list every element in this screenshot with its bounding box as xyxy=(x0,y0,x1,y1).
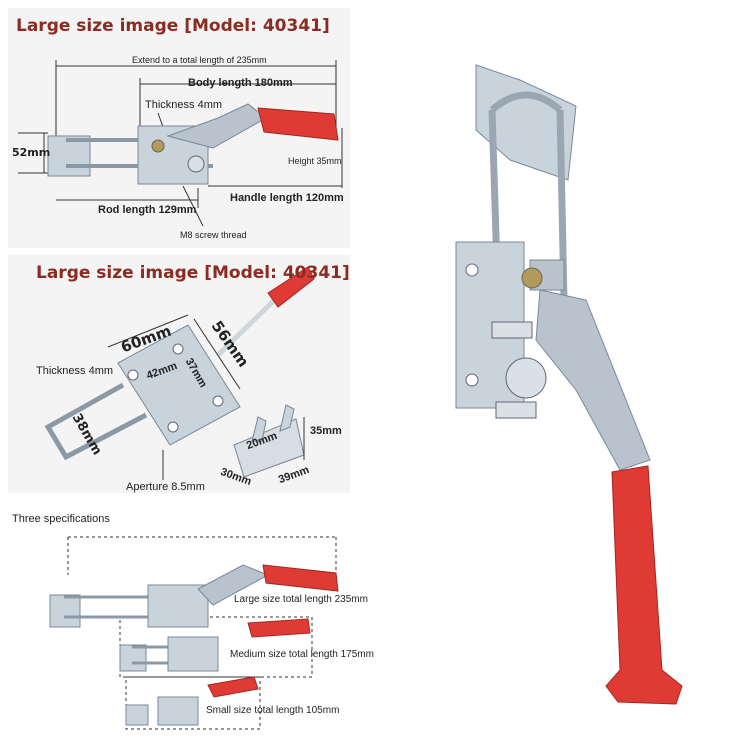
three-size-comparison xyxy=(49,536,339,730)
latch-clamp-top-view xyxy=(44,266,315,480)
hook-height-35-label: 35mm xyxy=(310,425,342,437)
base-dimension-panel: Large size image [Model: 40341] 60mm 56m… xyxy=(8,255,350,493)
panel1-title: Large size image [Model: 40341] xyxy=(16,16,330,36)
height-label: Height 35mm xyxy=(288,156,342,166)
small-size-label: Small size total length 105mm xyxy=(206,705,340,716)
dimension-diagram-panel: Large size image [Model: 40341] Extend t… xyxy=(8,8,350,248)
product-photo-panel xyxy=(380,10,740,745)
panel2-title: Large size image [Model: 40341] xyxy=(36,263,350,283)
large-size-label: Large size total length 235mm xyxy=(234,594,368,605)
thickness-label: Thickness 4mm xyxy=(36,365,114,377)
handle-length-label: Handle length 120mm xyxy=(230,192,344,204)
total-length-label: Extend to a total length of 235mm xyxy=(132,55,267,65)
three-specifications-panel: Three specifications Large size total le… xyxy=(8,505,374,745)
latch-clamp-photo xyxy=(455,64,683,705)
panel3-title: Three specifications xyxy=(12,513,110,525)
medium-size-label: Medium size total length 175mm xyxy=(230,649,374,660)
aperture-label: Aperture 8.5mm xyxy=(126,481,205,493)
width-label: 52mm xyxy=(12,146,51,159)
thickness-label: Thickness 4mm xyxy=(145,99,223,111)
rod-length-label: Rod length 129mm xyxy=(98,204,197,216)
screw-thread-label: M8 screw thread xyxy=(180,230,247,240)
latch-clamp-side-view xyxy=(18,60,343,227)
body-length-label: Body length 180mm xyxy=(188,77,293,89)
